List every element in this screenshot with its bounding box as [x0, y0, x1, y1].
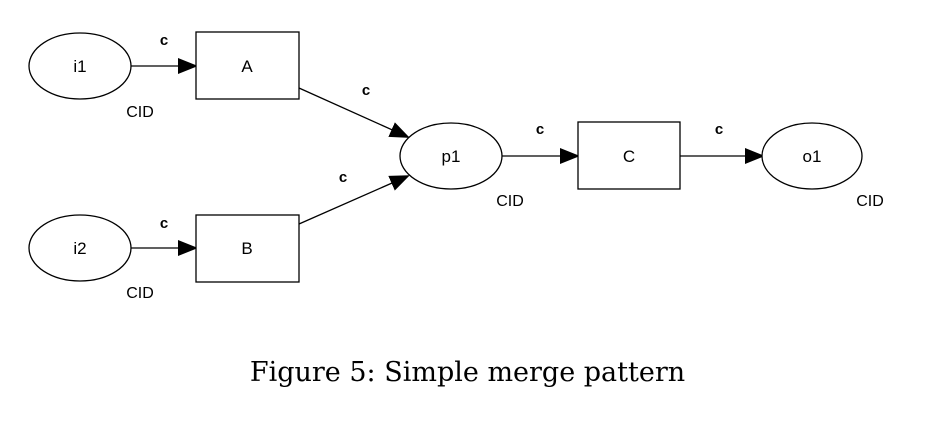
arc-label-i1-A: c — [160, 32, 168, 49]
figure-caption: Figure 5: Simple merge pattern — [249, 357, 686, 388]
arc-label-A-p1: c — [362, 82, 370, 99]
arc-B-to-p1 — [298, 175, 410, 225]
transition-A: A — [195, 31, 300, 100]
colorset-label-p1: CID — [496, 193, 524, 210]
transition-A-label: A — [241, 57, 253, 76]
arc-label-i2-B: c — [160, 215, 168, 232]
transition-C-label: C — [623, 147, 635, 166]
colorset-label-o1: CID — [856, 193, 884, 210]
place-i2-label: i2 — [73, 239, 86, 258]
place-p1: p1 — [399, 122, 503, 190]
transition-B-label: B — [241, 239, 252, 258]
arc-label-p1-C: c — [536, 121, 544, 138]
place-i1: i1 — [28, 32, 132, 100]
transition-C: C — [577, 121, 681, 190]
colorset-label-i2: CID — [126, 285, 154, 302]
place-p1-label: p1 — [442, 147, 461, 166]
transition-B: B — [195, 214, 300, 283]
place-i2: i2 — [28, 214, 132, 282]
arc-label-B-p1: c — [339, 169, 347, 186]
place-i1-label: i1 — [73, 57, 86, 76]
arc-label-C-o1: c — [715, 121, 723, 138]
arc-A-to-p1 — [298, 87, 410, 138]
place-o1: o1 — [761, 122, 863, 190]
place-o1-label: o1 — [803, 147, 822, 166]
colorset-label-i1: CID — [126, 104, 154, 121]
